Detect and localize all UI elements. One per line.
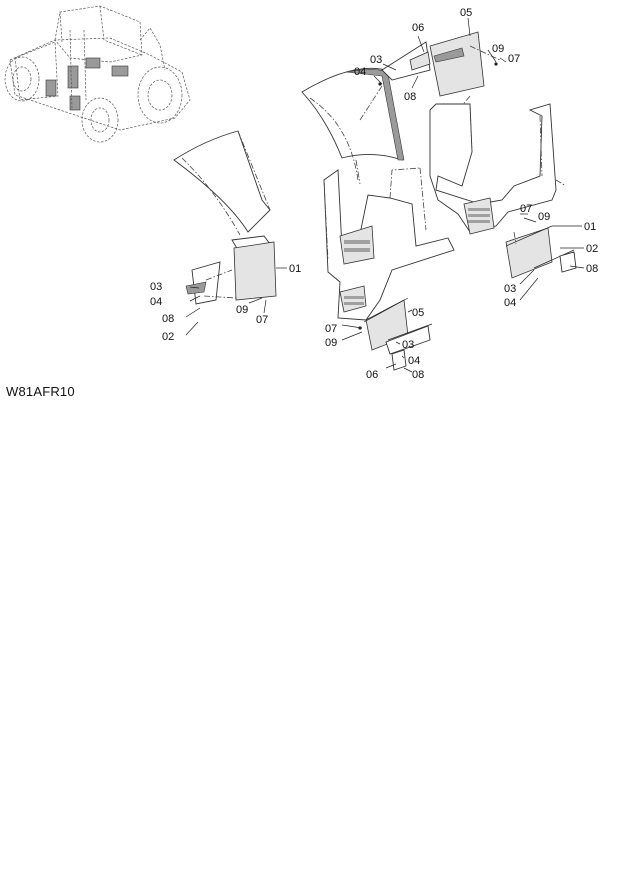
callout-09: 09 xyxy=(538,211,550,223)
callout-03: 03 xyxy=(370,54,382,66)
callout-05: 05 xyxy=(412,307,424,319)
center-step-assembly xyxy=(323,167,455,373)
callout-01: 01 xyxy=(289,263,301,275)
callout-08: 08 xyxy=(162,313,174,325)
callout-03: 03 xyxy=(504,283,516,295)
callout-08: 08 xyxy=(404,91,416,103)
callout-04: 04 xyxy=(504,297,516,309)
top-fender-callouts: 06 05 03 04 09 07 08 xyxy=(354,7,520,103)
center-step-callouts: 05 07 09 03 04 06 08 xyxy=(325,307,424,381)
callout-09: 09 xyxy=(236,304,248,316)
callout-08: 08 xyxy=(586,263,598,275)
callout-03: 03 xyxy=(150,281,162,293)
figure-code-label: W81AFR10 xyxy=(6,384,75,399)
callout-07: 07 xyxy=(508,53,520,65)
left-fender-assembly xyxy=(173,130,287,336)
right-step-callouts: 07 09 01 02 08 03 04 xyxy=(504,203,598,309)
callout-08: 08 xyxy=(412,369,424,381)
callout-04: 04 xyxy=(150,296,162,308)
callout-07: 07 xyxy=(325,323,337,335)
callout-01: 01 xyxy=(584,221,596,233)
callout-06: 06 xyxy=(412,22,424,34)
callout-05: 05 xyxy=(460,7,472,19)
top-fender-assembly xyxy=(301,17,507,185)
callout-09: 09 xyxy=(325,337,337,349)
wheel-loader-overview xyxy=(4,5,191,143)
callout-02: 02 xyxy=(162,331,174,343)
right-step-assembly xyxy=(429,103,585,301)
callout-04: 04 xyxy=(408,355,420,367)
callout-03: 03 xyxy=(402,339,414,351)
callout-09: 09 xyxy=(492,43,504,55)
callout-07: 07 xyxy=(520,203,532,215)
callout-07: 07 xyxy=(256,314,268,326)
callout-06: 06 xyxy=(366,369,378,381)
left-fender-callouts: 01 03 04 08 02 09 07 xyxy=(150,263,301,343)
callout-04: 04 xyxy=(354,66,366,78)
callout-02: 02 xyxy=(586,243,598,255)
